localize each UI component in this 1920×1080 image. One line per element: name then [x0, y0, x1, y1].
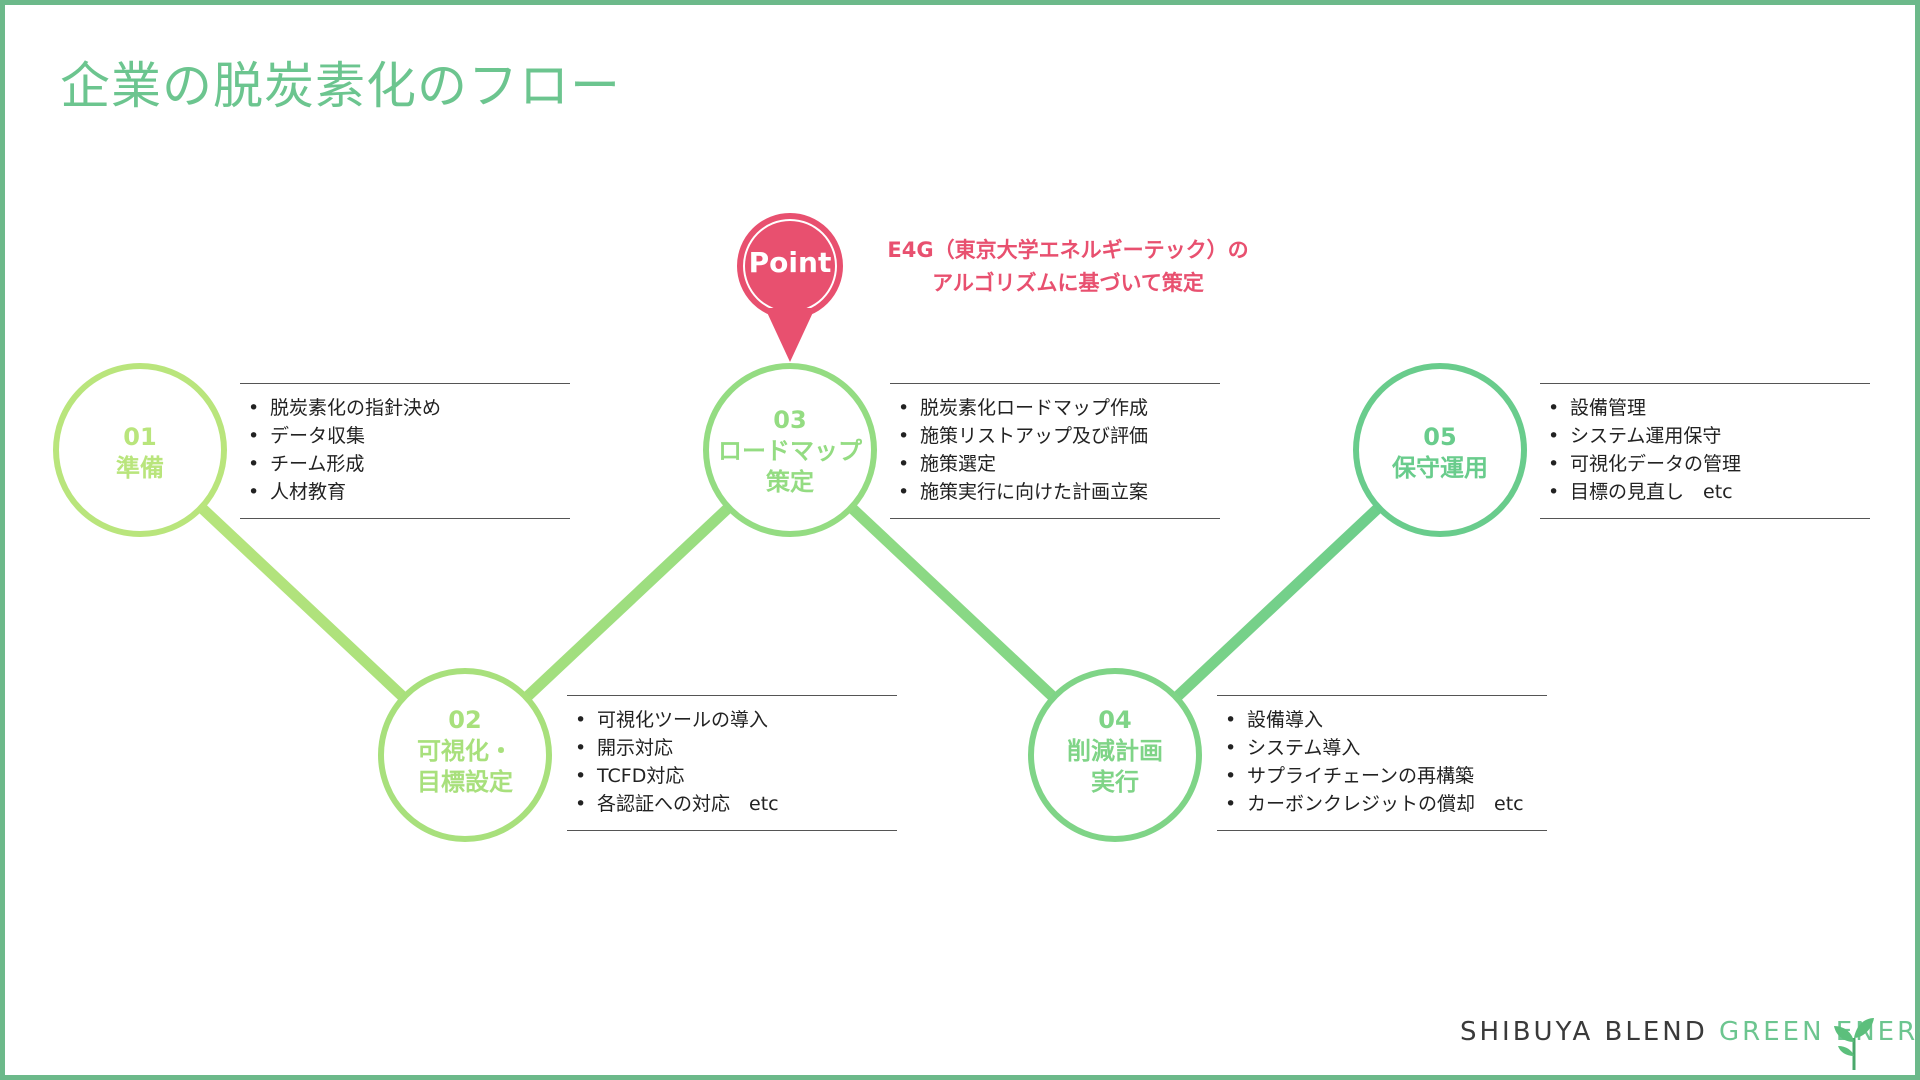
step-label-05: 05 保守運用: [1355, 422, 1525, 484]
list-item: システム運用保守: [1540, 422, 1870, 450]
brand-name-part2: GREEN ENERGY: [1719, 1017, 1920, 1047]
step-label-01: 01 準備: [55, 422, 225, 484]
step-label-03: 03 ロードマップ 策定: [705, 405, 875, 498]
step-number: 05: [1423, 423, 1457, 451]
list-item: チーム形成: [240, 450, 570, 478]
list-item: 施策選定: [890, 450, 1220, 478]
step-name: 削減計画 実行: [1067, 737, 1163, 796]
step-circle-03: [703, 363, 877, 537]
list-item: 可視化データの管理: [1540, 450, 1870, 478]
step-circle-04: [1028, 668, 1202, 842]
list-item: 人材教育: [240, 478, 570, 506]
list-item: 施策実行に向けた計画立案: [890, 478, 1220, 506]
step-circle-02: [378, 668, 552, 842]
step-number: 03: [773, 406, 807, 434]
point-note-line: E4G（東京大学エネルギーテック）の: [887, 238, 1249, 262]
list-item: 各認証への対応 etc: [567, 790, 897, 818]
step-number: 02: [448, 706, 482, 734]
brand-name-part1: SHIBUYA BLEND: [1460, 1017, 1719, 1047]
step-circle-05: [1353, 363, 1527, 537]
step-panel-03: 脱炭素化ロードマップ作成 施策リストアップ及び評価 施策選定 施策実行に向けた計…: [890, 383, 1220, 519]
list-item: カーボンクレジットの償却 etc: [1217, 790, 1547, 818]
list-item: システム導入: [1217, 734, 1547, 762]
list-item: 設備導入: [1217, 706, 1547, 734]
point-note: E4G（東京大学エネルギーテック）の アルゴリズムに基づいて策定: [848, 234, 1288, 300]
step-label-04: 04 削減計画 実行: [1030, 705, 1200, 798]
step-panel-02: 可視化ツールの導入 開示対応 TCFD対応 各認証への対応 etc: [567, 695, 897, 831]
list-item: 可視化ツールの導入: [567, 706, 897, 734]
list-item: サプライチェーンの再構築: [1217, 762, 1547, 790]
step-name: 可視化・ 目標設定: [417, 737, 513, 796]
step-panel-01: 脱炭素化の指針決め データ収集 チーム形成 人材教育: [240, 383, 570, 519]
point-note-line: アルゴリズムに基づいて策定: [932, 271, 1204, 295]
step-number: 04: [1098, 706, 1132, 734]
step-name: ロードマップ 策定: [718, 437, 862, 496]
step-panel-04: 設備導入 システム導入 サプライチェーンの再構築 カーボンクレジットの償却 et…: [1217, 695, 1547, 831]
step-number: 01: [123, 423, 157, 451]
step-panel-05: 設備管理 システム運用保守 可視化データの管理 目標の見直し etc: [1540, 383, 1870, 519]
page-title: 企業の脱炭素化のフロー: [60, 57, 621, 115]
list-item: 開示対応: [567, 734, 897, 762]
list-item: 目標の見直し etc: [1540, 478, 1870, 506]
list-item: 脱炭素化ロードマップ作成: [890, 394, 1220, 422]
list-item: 設備管理: [1540, 394, 1870, 422]
point-label: Point: [748, 246, 832, 279]
step-name: 保守運用: [1392, 454, 1488, 482]
list-item: TCFD対応: [567, 762, 897, 790]
list-item: 脱炭素化の指針決め: [240, 394, 570, 422]
step-circle-01: [53, 363, 227, 537]
list-item: データ収集: [240, 422, 570, 450]
brand-logo-text: SHIBUYA BLEND GREEN ENERGY: [1460, 1017, 1920, 1047]
list-item: 施策リストアップ及び評価: [890, 422, 1220, 450]
point-marker: [737, 213, 843, 362]
step-name: 準備: [116, 454, 164, 482]
sprout-icon: [1834, 1018, 1874, 1070]
step-label-02: 02 可視化・ 目標設定: [380, 705, 550, 798]
